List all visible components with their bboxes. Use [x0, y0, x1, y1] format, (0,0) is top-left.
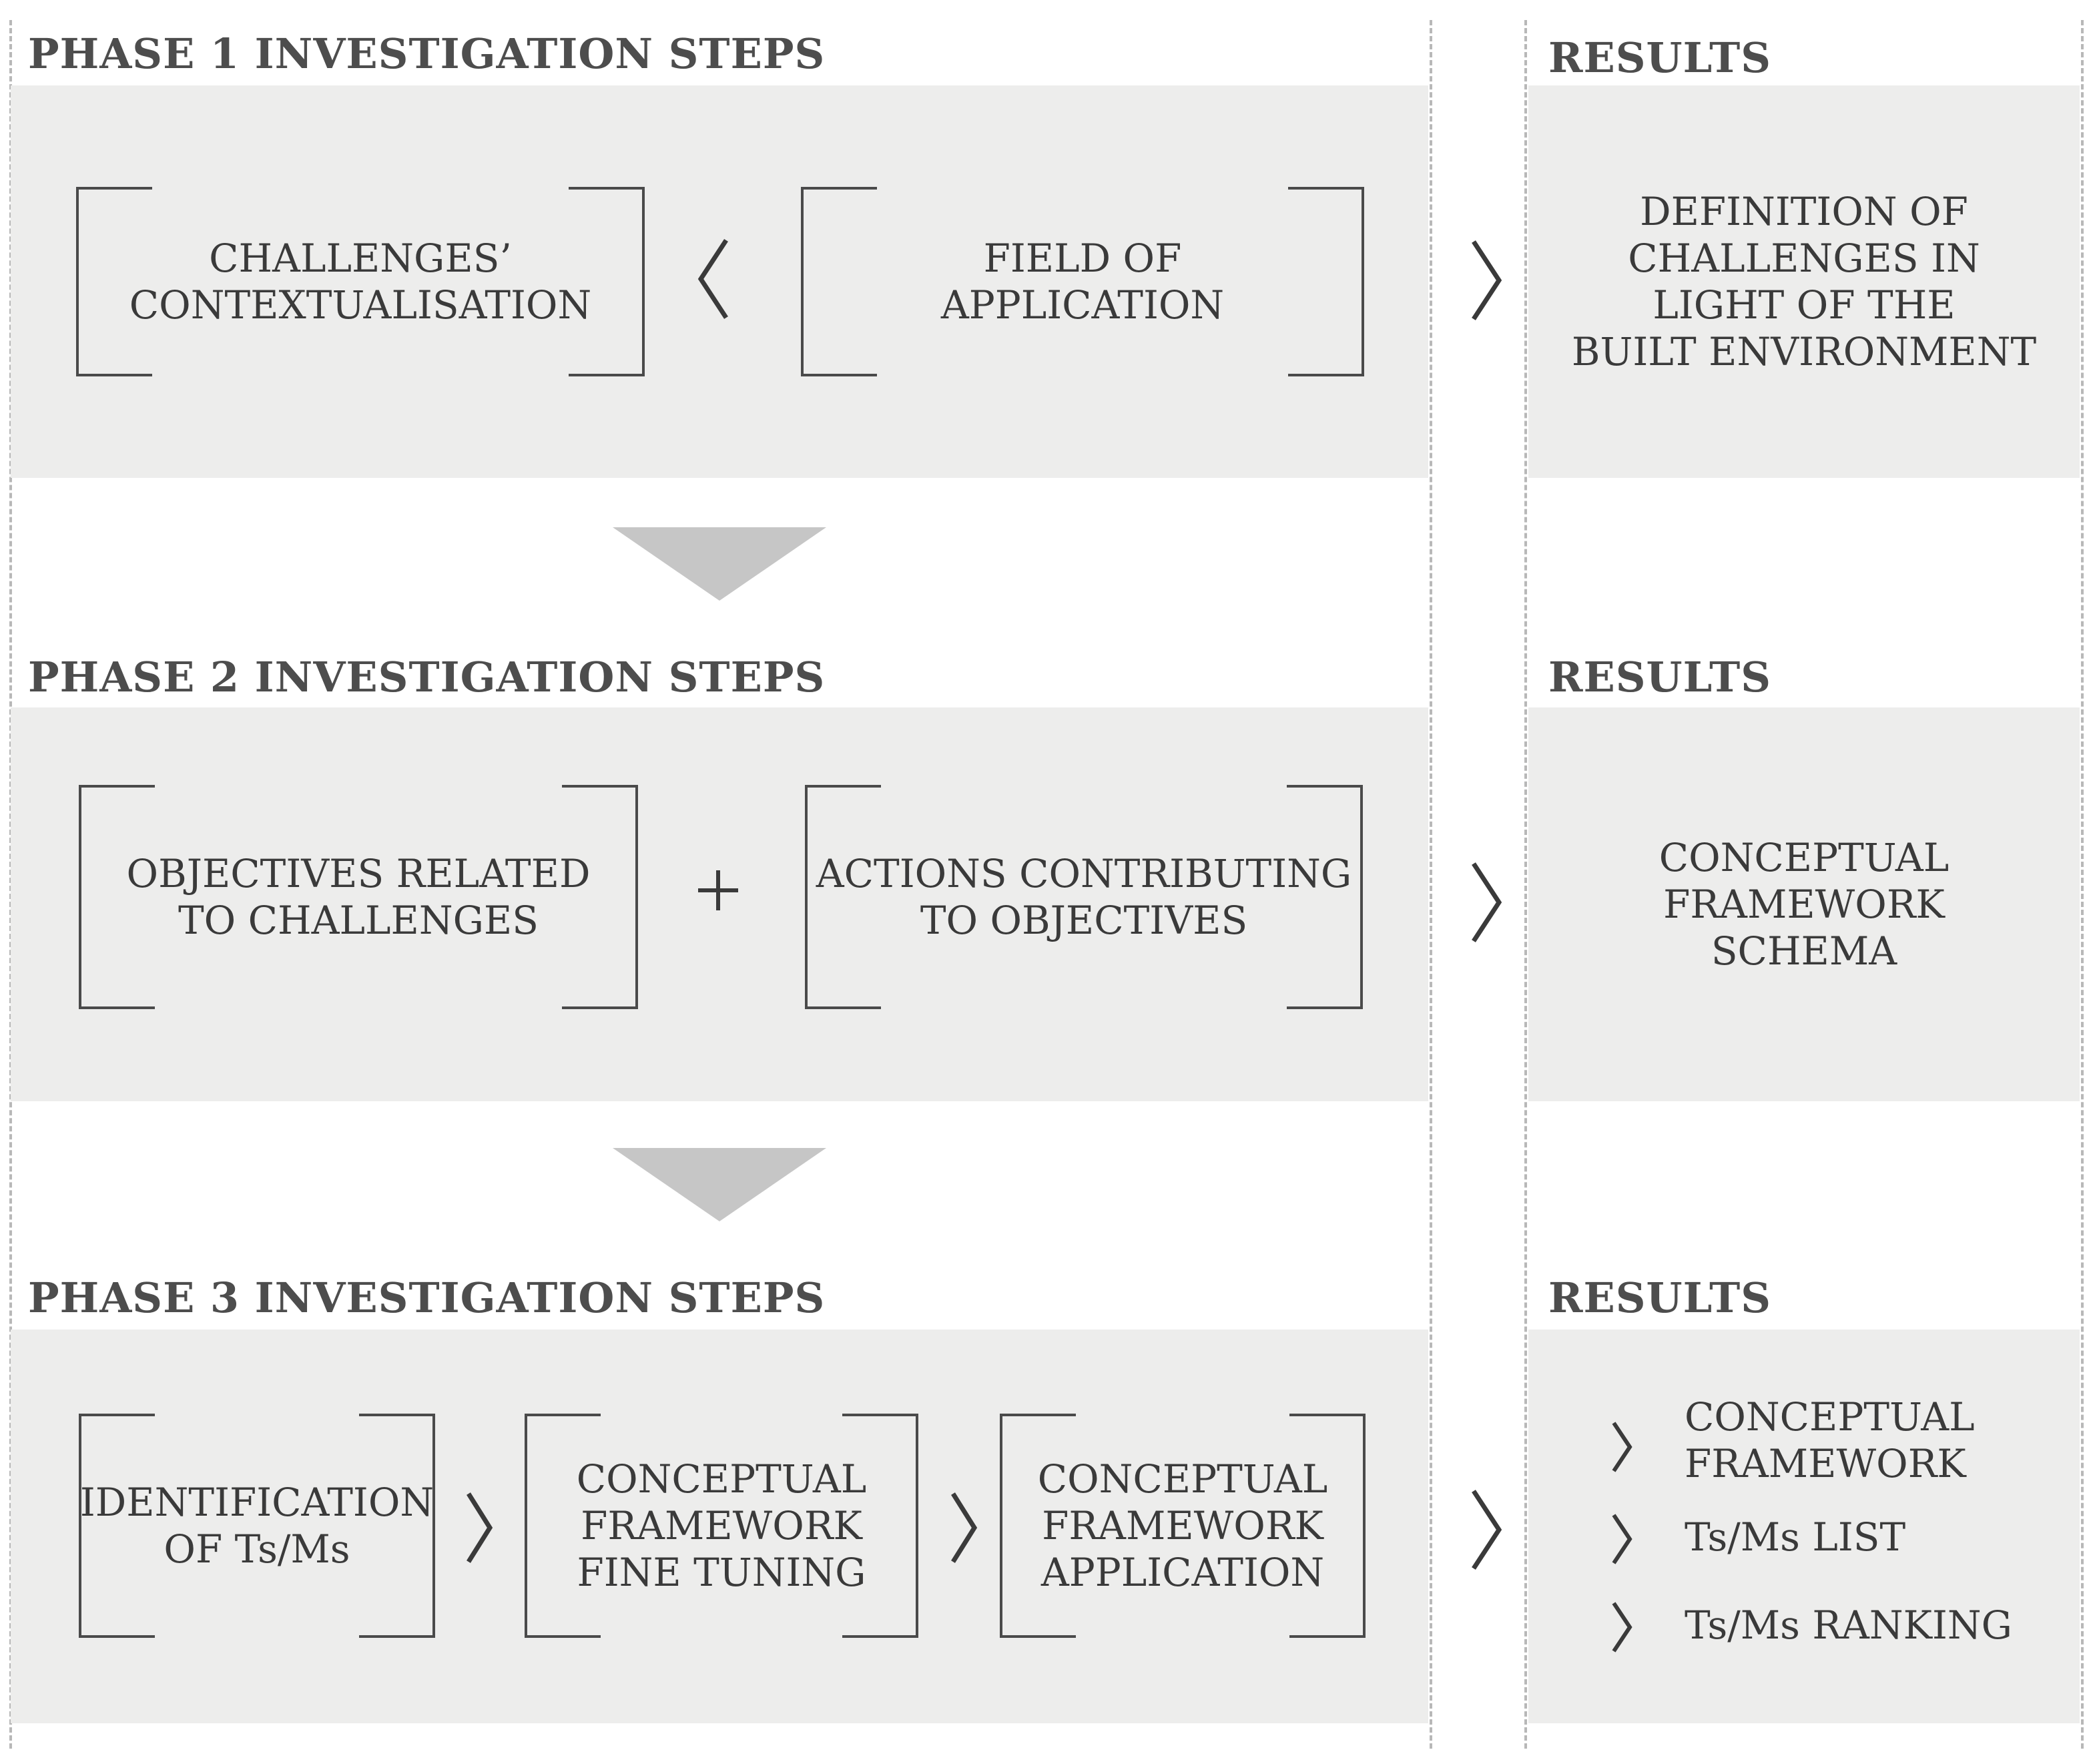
- down-arrow-icon: [613, 1148, 826, 1221]
- results-dashed-border-right: [2081, 20, 2084, 1749]
- phase-3-heading: PHASE 3 INVESTIGATION STEPS: [28, 1273, 826, 1322]
- result-item-ts-ms-list: Ts/Ms LIST: [1685, 1514, 1906, 1560]
- bracket-right: [1287, 785, 1363, 1009]
- phase-1-steps-panel: [11, 85, 1428, 478]
- bracket-left: [76, 187, 152, 376]
- bracket-right: [569, 187, 645, 376]
- phase-2-heading: PHASE 2 INVESTIGATION STEPS: [28, 653, 826, 701]
- down-arrow-icon: [613, 527, 826, 601]
- step-field-of-application: FIELD OF APPLICATION: [801, 187, 1364, 376]
- step-label: OBJECTIVES RELATED TO CHALLENGES: [126, 851, 591, 943]
- bracket-right: [1289, 1414, 1366, 1638]
- bracket-left: [79, 1414, 155, 1638]
- phase-2-results-panel: [1528, 707, 2080, 1101]
- right-angle-icon: [1612, 1422, 1632, 1472]
- bracket-left: [525, 1414, 601, 1638]
- result-item-ts-ms-ranking: Ts/Ms RANKING: [1685, 1602, 2012, 1648]
- step-label: FIELD OF APPLICATION: [940, 236, 1225, 328]
- bracket-left: [79, 785, 155, 1009]
- bracket-left: [1000, 1414, 1076, 1638]
- phase-3-steps-panel: [11, 1330, 1428, 1723]
- step-challenges-contextualisation: CHALLENGES’ CONTEXTUALISATION: [76, 187, 645, 376]
- right-angle-icon: [1472, 1490, 1502, 1570]
- right-angle-icon: [1472, 240, 1502, 320]
- phase-1-results-heading: RESULTS: [1548, 33, 1772, 82]
- phase-1-result: DEFINITION OF CHALLENGES IN LIGHT OF THE…: [1571, 189, 2037, 374]
- phase-2-result: CONCEPTUAL FRAMEWORK SCHEMA: [1659, 835, 1950, 974]
- results-dashed-border-left: [1524, 20, 1527, 1749]
- bracket-right: [1288, 187, 1364, 376]
- step-label: CONCEPTUAL FRAMEWORK FINE TUNING: [576, 1456, 867, 1595]
- plus-icon: [698, 870, 738, 910]
- left-angle-icon: [697, 239, 728, 319]
- right-angle-icon: [1472, 862, 1502, 942]
- step-identification-of-ts-ms: IDENTIFICATION OF Ts/Ms: [79, 1414, 435, 1638]
- bracket-right: [562, 785, 638, 1009]
- bracket-right: [842, 1414, 918, 1638]
- step-conceptual-framework-fine-tuning: CONCEPTUAL FRAMEWORK FINE TUNING: [525, 1414, 918, 1638]
- bracket-right: [359, 1414, 435, 1638]
- right-angle-icon: [467, 1492, 493, 1563]
- step-conceptual-framework-application: CONCEPTUAL FRAMEWORK APPLICATION: [1000, 1414, 1366, 1638]
- step-label: CHALLENGES’ CONTEXTUALISATION: [129, 236, 592, 328]
- step-actions-contributing-to-objectives: ACTIONS CONTRIBUTING TO OBJECTIVES: [805, 785, 1363, 1009]
- phase-2-results-heading: RESULTS: [1548, 653, 1772, 701]
- phase-3-results-heading: RESULTS: [1548, 1273, 1772, 1322]
- step-objectives-related-to-challenges: OBJECTIVES RELATED TO CHALLENGES: [79, 785, 638, 1009]
- phase-1-heading: PHASE 1 INVESTIGATION STEPS: [28, 29, 826, 78]
- bracket-left: [801, 187, 877, 376]
- right-angle-icon: [1612, 1602, 1632, 1653]
- step-label: CONCEPTUAL FRAMEWORK APPLICATION: [1037, 1456, 1328, 1595]
- right-angle-icon: [951, 1492, 978, 1563]
- right-angle-icon: [1612, 1514, 1632, 1564]
- bracket-left: [805, 785, 881, 1009]
- step-label: ACTIONS CONTRIBUTING TO OBJECTIVES: [816, 851, 1352, 943]
- step-label: IDENTIFICATION OF Ts/Ms: [79, 1480, 434, 1572]
- phase-1-results-panel: [1528, 85, 2080, 478]
- result-item-conceptual-framework: CONCEPTUAL FRAMEWORK: [1685, 1394, 1975, 1486]
- steps-dashed-border: [1430, 20, 1432, 1749]
